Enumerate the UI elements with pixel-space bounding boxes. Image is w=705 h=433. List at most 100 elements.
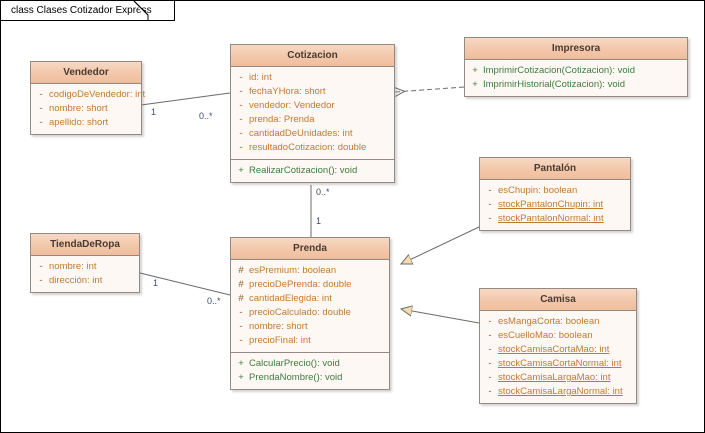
class-box-vendedor[interactable]: Vendedor - codigoDeVendedor: int - nombr… <box>30 61 145 135</box>
visibility-marker: - <box>488 213 492 224</box>
attribute-row: # precioDePrenda: double <box>233 278 387 292</box>
operation-row: + ImprimirHistorial(Cotizacion): void <box>467 78 685 92</box>
multiplicity-prenda-end-left: 0..* <box>207 296 221 306</box>
attribute-signature: esPremium: boolean <box>249 265 337 276</box>
operation-row: + ImprimirCotizacion(Cotizacion): void <box>467 64 685 78</box>
attribute-signature: resultadoCotizacion: double <box>249 142 367 153</box>
operation-signature: RealizarCotizacion(): void <box>249 165 358 176</box>
attribute-signature: nombre: short <box>249 321 308 332</box>
attribute-row: - stockCamisaCortaNormal: int <box>482 357 634 371</box>
attribute-row: - esMangaCorta: boolean <box>482 315 634 329</box>
attribute-signature: nombre: int <box>49 261 97 272</box>
visibility-marker: # <box>238 279 244 290</box>
class-name-vendedor: Vendedor <box>31 62 141 84</box>
visibility-marker: # <box>238 293 244 304</box>
multiplicity-cotizacion-end-left: 0..* <box>199 111 213 121</box>
class-box-impresora[interactable]: Impresora + ImprimirCotizacion(Cotizacio… <box>464 37 688 97</box>
connector-vendedor-cotizacion <box>140 92 231 106</box>
visibility-marker: - <box>239 86 243 97</box>
connector-pantalon-prenda <box>401 226 480 264</box>
operation-signature: PrendaNombre(): void <box>249 372 343 383</box>
visibility-marker: - <box>488 316 492 327</box>
attribute-compartment: - esMangaCorta: boolean - esCuelloMao: b… <box>480 311 636 403</box>
attribute-row: - apellido: short <box>33 116 139 130</box>
visibility-marker: # <box>238 265 244 276</box>
visibility-marker: + <box>238 358 244 369</box>
class-name-cotizacion: Cotizacion <box>231 45 394 67</box>
class-box-tiendaderopa[interactable]: TiendaDeRopa - nombre: int - dirección: … <box>30 233 140 293</box>
multiplicity-cotizacion-end-bottom: 0..* <box>316 187 330 197</box>
attribute-signature: esCuelloMao: boolean <box>498 330 593 341</box>
operation-row: + RealizarCotizacion(): void <box>233 164 392 178</box>
attribute-compartment: - esChupin: boolean - stockPantalonChupi… <box>480 180 630 230</box>
attribute-row: - id: int <box>233 71 392 85</box>
attribute-signature: stockCamisaCortaMao: int <box>498 344 610 355</box>
operation-signature: ImprimirCotizacion(Cotizacion): void <box>483 65 636 76</box>
attribute-row: - resultadoCotizacion: double <box>233 141 392 155</box>
visibility-marker: - <box>239 142 243 153</box>
visibility-marker: - <box>39 103 43 114</box>
operation-row: + CalcularPrecio(): void <box>233 357 387 371</box>
visibility-marker: - <box>488 199 492 210</box>
attribute-signature: fechaYHora: short <box>249 86 326 97</box>
attribute-signature: esChupin: boolean <box>498 185 578 196</box>
visibility-marker: - <box>39 275 43 286</box>
attribute-compartment: - nombre: int - dirección: int <box>31 256 139 292</box>
visibility-marker: - <box>488 330 492 341</box>
operation-signature: ImprimirHistorial(Cotizacion): void <box>483 79 625 90</box>
class-box-camisa[interactable]: Camisa - esMangaCorta: boolean - esCuell… <box>479 288 637 404</box>
multiplicity-vendedor-end: 1 <box>151 107 157 117</box>
attribute-row: - precioCalculado: double <box>233 306 387 320</box>
class-box-prenda[interactable]: Prenda # esPremium: boolean # precioDePr… <box>230 237 390 390</box>
attribute-compartment: - codigoDeVendedor: int - nombre: short … <box>31 84 145 134</box>
visibility-marker: - <box>239 100 243 111</box>
attribute-signature: apellido: short <box>49 117 109 128</box>
attribute-signature: dirección: int <box>49 275 103 286</box>
attribute-signature: nombre: short <box>49 103 108 114</box>
attribute-row: - dirección: int <box>33 274 137 288</box>
visibility-marker: - <box>239 307 243 318</box>
visibility-marker: - <box>39 89 43 100</box>
visibility-marker: - <box>488 344 492 355</box>
class-name-tiendaderopa: TiendaDeRopa <box>31 234 139 256</box>
visibility-marker: + <box>238 372 244 383</box>
attribute-signature: precioFinal: int <box>249 335 311 346</box>
operation-row: + PrendaNombre(): void <box>233 371 387 385</box>
attribute-signature: vendedor: Vendedor <box>249 100 335 111</box>
attribute-signature: esMangaCorta: boolean <box>498 316 600 327</box>
attribute-row: - prenda: Prenda <box>233 113 392 127</box>
visibility-marker: - <box>488 372 492 383</box>
visibility-marker: + <box>472 79 478 90</box>
attribute-compartment: - id: int - fechaYHora: short - vendedor… <box>231 67 394 159</box>
diagram-frame-title: class Clases Cotizador Express <box>1 1 175 21</box>
visibility-marker: - <box>39 117 43 128</box>
multiplicity-prenda-end-top: 1 <box>316 216 322 226</box>
attribute-row: - codigoDeVendedor: int <box>33 88 145 102</box>
attribute-row: - fechaYHora: short <box>233 85 392 99</box>
attribute-signature: cantidadDeUnidades: int <box>249 128 353 139</box>
attribute-row: - esChupin: boolean <box>482 184 628 198</box>
attribute-signature: id: int <box>249 72 272 83</box>
attribute-row: # esPremium: boolean <box>233 264 387 278</box>
visibility-marker: - <box>239 72 243 83</box>
class-name-impresora: Impresora <box>465 38 687 60</box>
attribute-row: - vendedor: Vendedor <box>233 99 392 113</box>
visibility-marker: - <box>239 114 243 125</box>
class-name-prenda: Prenda <box>231 238 389 260</box>
attribute-row: - esCuelloMao: boolean <box>482 329 634 343</box>
attribute-signature: cantidadElegida: int <box>249 293 332 304</box>
class-box-pantalon[interactable]: Pantalón - esChupin: boolean - stockPant… <box>479 157 631 231</box>
visibility-marker: - <box>239 128 243 139</box>
attribute-signature: stockPantalonChupin: int <box>498 199 604 210</box>
attribute-row: - stockCamisaCortaMao: int <box>482 343 634 357</box>
attribute-row: - stockPantalonChupin: int <box>482 198 628 212</box>
class-box-cotizacion[interactable]: Cotizacion - id: int - fechaYHora: short… <box>230 44 395 183</box>
connector-camisa-prenda <box>401 309 480 324</box>
operation-compartment: + CalcularPrecio(): void + PrendaNombre(… <box>231 352 389 389</box>
attribute-row: - stockPantalonNormal: int <box>482 212 628 226</box>
visibility-marker: - <box>239 321 243 332</box>
attribute-signature: stockCamisaLargaMao: int <box>498 372 611 383</box>
operation-compartment: + RealizarCotizacion(): void <box>231 159 394 182</box>
multiplicity-tiendaderopa-end: 1 <box>153 278 159 288</box>
attribute-row: - precioFinal: int <box>233 334 387 348</box>
